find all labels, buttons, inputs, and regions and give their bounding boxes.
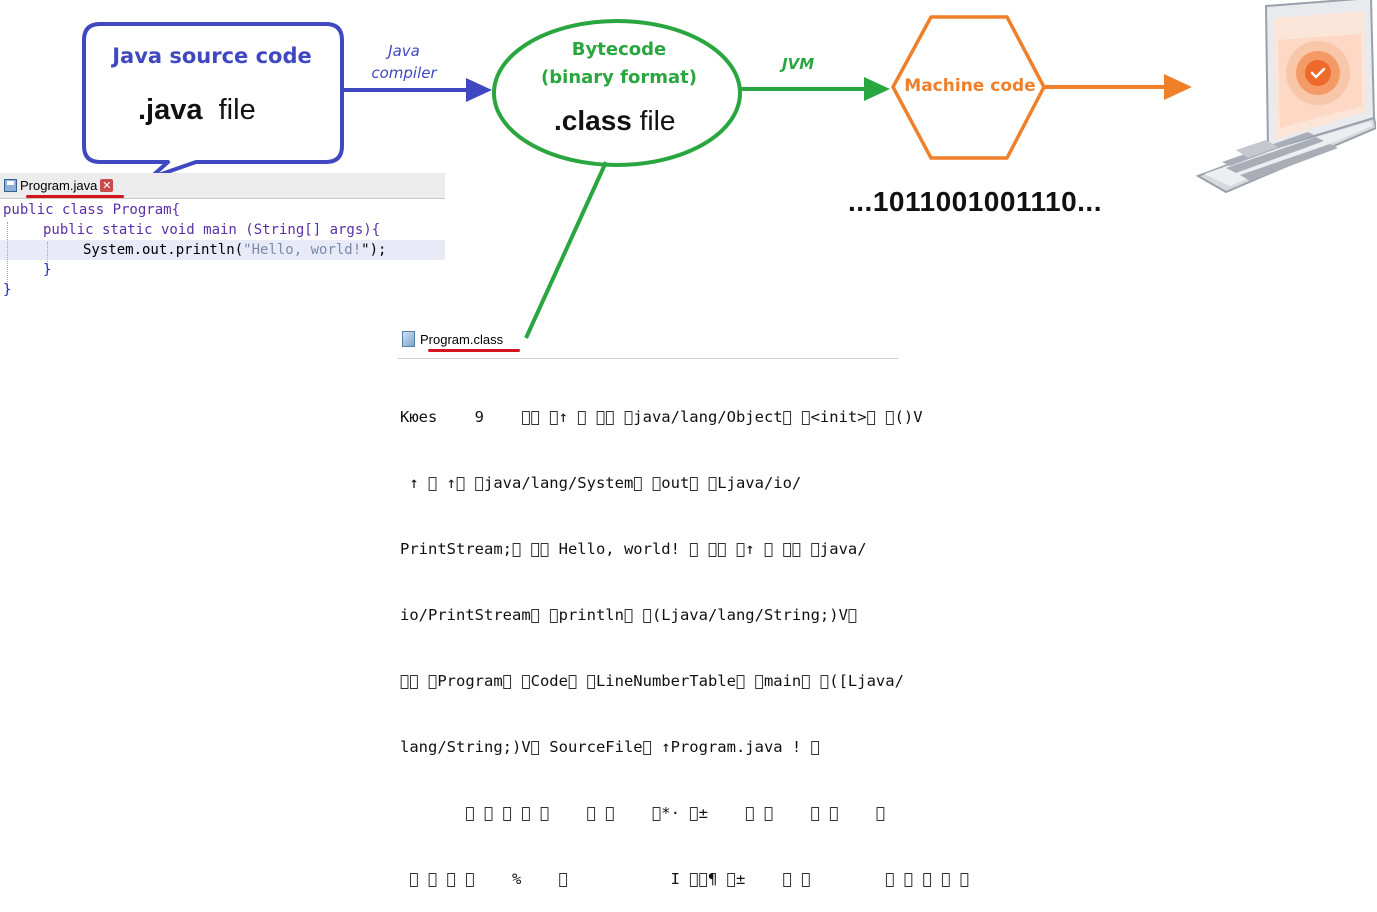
save-disk-icon — [4, 178, 17, 192]
tab-program-java[interactable]: Program.java ✕ — [4, 174, 114, 196]
java-tab-underline — [26, 195, 124, 198]
jvm-arrow — [740, 77, 890, 101]
class-ext-bold: .class — [554, 105, 632, 136]
class-file-ext: .class file — [554, 105, 675, 137]
code-line-3: System.out.println("Hello, world!"); — [83, 241, 386, 260]
code-line-1: public class Program{ — [3, 201, 180, 220]
source-file-ext: .java file — [138, 94, 256, 127]
tab-program-class[interactable]: Program.class — [402, 328, 503, 350]
bytecode-title: Bytecode (binary format) — [530, 36, 708, 92]
class-ext-rest: file — [639, 105, 676, 136]
machine-code-hexagon — [891, 15, 1046, 160]
code-token: System.out.println( — [83, 242, 244, 258]
jvm-label: JVM — [782, 55, 815, 73]
class-tab-underline — [428, 349, 520, 352]
code-line-2: public static void main (String[] args){ — [43, 221, 380, 240]
java-tab-bar — [0, 173, 445, 199]
compiler-label-line1: Java — [388, 42, 420, 60]
class-line:         %   I   ¶  ±               — [400, 870, 970, 888]
compiler-label: Java compiler — [370, 40, 438, 84]
diagram-canvas — [82, 15, 1192, 339]
code-line-5: } — [3, 282, 12, 298]
java-code-editor[interactable]: public class Program{ public static void… — [0, 200, 445, 300]
close-icon[interactable]: ✕ — [100, 178, 114, 192]
java-tab-label: Program.java — [20, 177, 98, 193]
document-icon — [402, 331, 415, 347]
class-line: PrintStream;     Hello, world!       ↑  … — [400, 540, 867, 558]
indent-guide — [7, 222, 8, 292]
bytecode-ellipse — [492, 19, 742, 167]
compiler-label-line2: compiler — [371, 64, 437, 82]
class-line: io/PrintStream   println   (Ljava/lang/S… — [400, 606, 858, 624]
code-token: public static void main (String[] args){ — [43, 222, 381, 238]
source-code-bubble — [82, 22, 344, 180]
class-line: ↑   ↑   java/lang/System   out   Ljava/i… — [400, 474, 802, 492]
binary-output: ...1011001001110... — [848, 186, 1102, 217]
class-tab-bar — [398, 358, 898, 359]
code-token: public class Program{ — [3, 202, 181, 218]
class-line: lang/String;)V  SourceFile  ↑Program.jav… — [400, 738, 820, 756]
bytecode-title-line1: Bytecode — [571, 39, 667, 60]
class-line:     Program   Code   LineNumberTable   m… — [400, 672, 904, 690]
java-ext-bold: .java — [138, 94, 203, 126]
source-code-title: Java source code — [112, 44, 312, 68]
bytecode-connector — [524, 161, 608, 339]
code-line-4: } — [43, 262, 52, 278]
class-tab-label: Program.class — [420, 331, 504, 347]
class-file-content: Кюеs 9     ↑       java/lang/Object   <i… — [400, 362, 969, 912]
class-line: Кюеs 9     ↑       java/lang/Object   <i… — [400, 408, 923, 426]
code-string: "Hello, world! — [243, 242, 362, 258]
compiler-arrow — [342, 78, 492, 102]
output-arrow — [1044, 74, 1192, 100]
java-ext-rest: file — [218, 94, 256, 126]
bytecode-title-line2: (binary format) — [541, 67, 697, 88]
machine-code-label: Machine code — [904, 76, 1036, 96]
current-line-highlight — [0, 240, 445, 260]
laptop-icon — [1196, 0, 1376, 194]
code-token: "); — [361, 242, 387, 258]
class-line:                *·  ±           — [400, 804, 886, 822]
indent-guide — [47, 242, 48, 272]
